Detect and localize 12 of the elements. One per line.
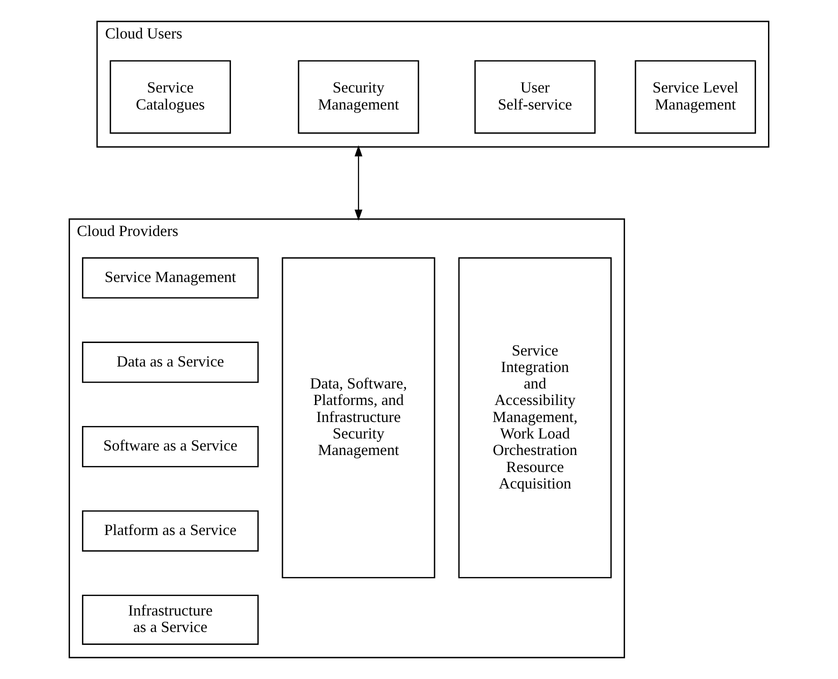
node-box: Service Integration and Accessibility Management, Work Load Orchestration Resource Acquisition: [458, 257, 612, 578]
node-box: User Self-service: [474, 60, 596, 134]
node-box: Security Management: [298, 60, 420, 134]
node-box: Service Catalogues: [110, 60, 231, 134]
node-box: Software as a Service: [82, 426, 259, 468]
node-box: Data, Software, Platforms, and Infrastructure Security Management: [282, 257, 436, 578]
node-box: Data as a Service: [82, 342, 259, 383]
node-box: Platform as a Service: [82, 510, 259, 552]
arrow: [354, 145, 362, 221]
node-box: Infrastructure as a Service: [82, 594, 259, 645]
node-box: Service Management: [82, 257, 259, 299]
node-box: Service Level Management: [634, 60, 756, 134]
